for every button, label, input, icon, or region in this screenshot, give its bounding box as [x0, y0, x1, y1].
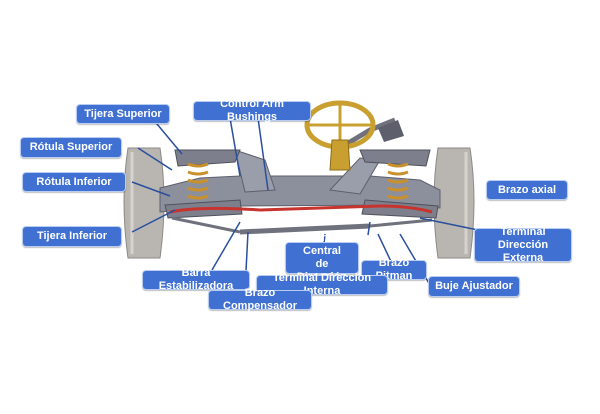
label-brazo-axial: Brazo axial	[486, 180, 568, 200]
label-rotula-inferior: Rótula Inferior	[22, 172, 126, 192]
right-tire	[433, 147, 475, 259]
tie-rods	[171, 216, 433, 234]
right-lower-arm	[361, 199, 439, 219]
center-link	[239, 223, 371, 235]
label-terminal-direccion-externa: Terminal Dirección Externa	[474, 226, 572, 264]
left-spring	[187, 162, 209, 200]
label-tijera-inferior: Tijera Inferior	[22, 226, 122, 247]
label-barra-central: Barra Central de Dirección	[285, 232, 359, 283]
left-upper-arm	[174, 149, 241, 167]
left-tire	[123, 147, 165, 259]
label-rotula-superior: Rótula Superior	[20, 137, 122, 158]
label-tijera-superior: Tijera Superior	[76, 104, 170, 124]
steering	[304, 100, 404, 171]
stabilizer-bar	[169, 204, 433, 214]
label-barra-estabilizadora: Barra Estabilizadora	[142, 267, 250, 292]
label-control-arm-bushings: Control Arm Bushings	[193, 98, 311, 123]
label-brazo-compensador: Brazo Compensador	[208, 287, 312, 312]
label-buje-ajustador: Buje Ajustador	[428, 276, 520, 297]
right-spring	[387, 162, 409, 200]
right-upper-arm	[359, 149, 431, 167]
